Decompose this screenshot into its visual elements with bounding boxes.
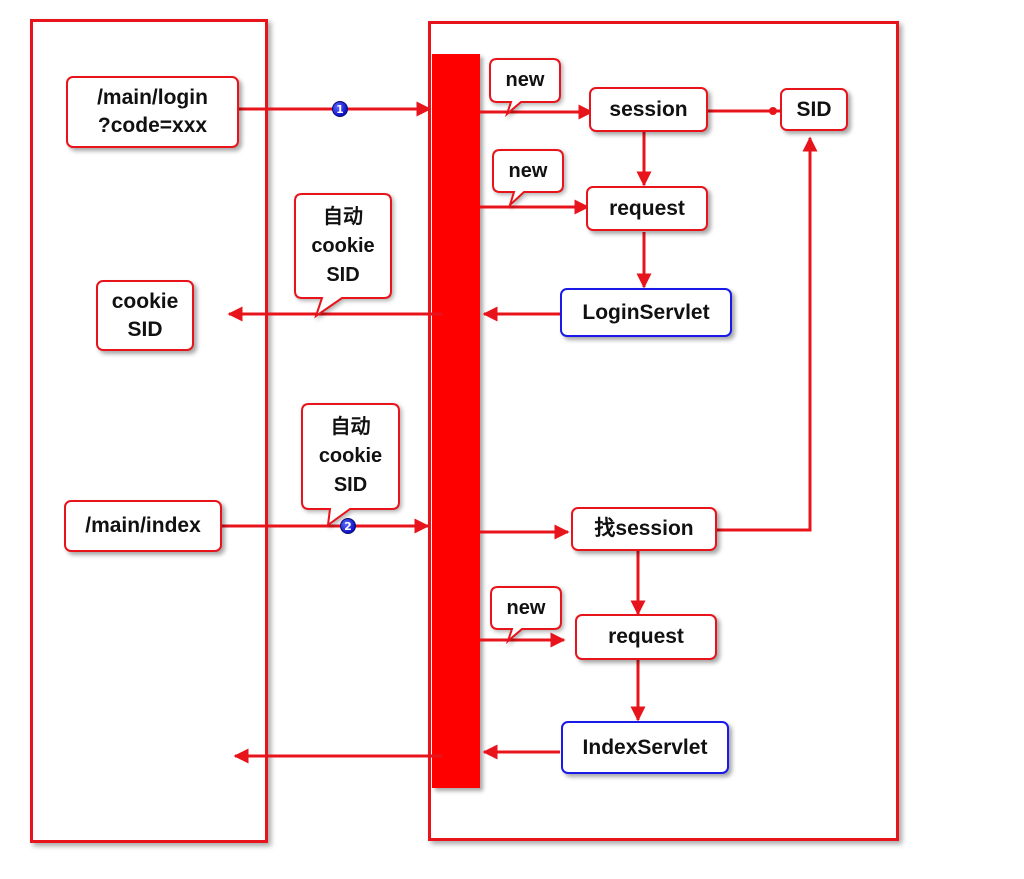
callout-auto-cookie-2: 自动 cookie SID	[318, 416, 383, 496]
callout-new-2: new	[508, 159, 548, 182]
callout-new-3: new	[506, 596, 546, 619]
find-session-box: 找session	[571, 507, 717, 551]
login-url-box: /main/login ?code=xxx	[66, 76, 239, 148]
sid-dot	[769, 107, 777, 115]
server-filter-bar	[432, 54, 480, 788]
bubble-auto-cookie-2	[301, 403, 400, 528]
login-servlet-box: LoginServlet	[560, 288, 732, 337]
step-badge-2: 2	[340, 518, 356, 534]
callout-new-1: new	[505, 69, 545, 91]
arrow-findsession-to-sid	[716, 136, 818, 532]
index-url-box: /main/index	[64, 500, 222, 552]
callout-auto-cookie-1: 自动 cookie SID	[311, 205, 375, 286]
index-servlet-box: IndexServlet	[561, 721, 729, 774]
bubble-new-2	[492, 149, 564, 209]
bubble-new-1	[489, 58, 561, 118]
request-box-1: request	[586, 186, 708, 231]
cookie-sid-box: cookie SID	[96, 280, 194, 351]
session-box: session	[589, 87, 708, 132]
bubble-auto-cookie-1	[294, 193, 392, 319]
sid-box: SID	[780, 88, 848, 131]
client-panel	[30, 19, 268, 843]
bubble-new-3	[490, 586, 562, 645]
step-badge-1: 1	[332, 101, 348, 117]
request-box-2: request	[575, 614, 717, 660]
